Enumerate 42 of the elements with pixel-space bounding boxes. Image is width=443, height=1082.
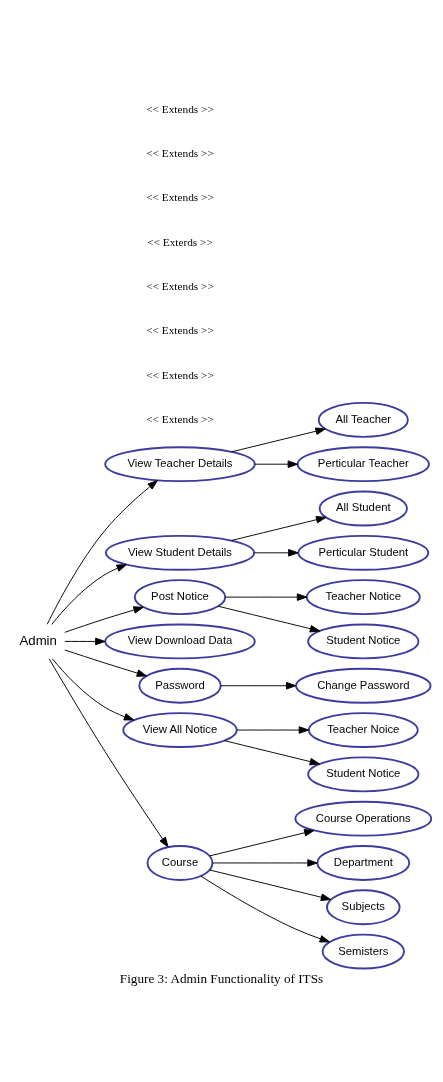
arrow bbox=[212, 858, 318, 867]
node-ellipse: Department bbox=[316, 844, 411, 881]
node-ellipse: All Student bbox=[318, 490, 408, 526]
arrow bbox=[209, 828, 315, 856]
arrow bbox=[64, 649, 148, 677]
arrow bbox=[48, 657, 169, 847]
node-ellipse: View Download Data bbox=[104, 623, 256, 659]
arrow bbox=[231, 427, 326, 452]
arrow bbox=[231, 515, 327, 541]
arrow bbox=[200, 875, 330, 942]
label: << Exterds >> bbox=[147, 235, 213, 248]
node-ellipse: Teacher Noice bbox=[307, 711, 419, 748]
node-text: Admin bbox=[19, 632, 57, 648]
label: << Extends >> bbox=[146, 323, 214, 336]
arrow bbox=[218, 605, 321, 632]
arrow bbox=[46, 479, 158, 625]
node-ellipse: Perticular Student bbox=[297, 534, 430, 571]
arrow bbox=[64, 605, 144, 633]
label: << Extends >> bbox=[146, 102, 214, 115]
label: << Extends >> bbox=[146, 190, 214, 203]
arrow bbox=[254, 548, 299, 557]
node-ellipse: Subjects bbox=[326, 888, 401, 925]
arrow bbox=[51, 657, 135, 720]
arrow bbox=[236, 725, 310, 734]
node-ellipse: Course bbox=[146, 844, 214, 881]
label: << Extends >> bbox=[146, 279, 214, 292]
arrow bbox=[64, 637, 106, 645]
label: << Extends >> bbox=[146, 412, 214, 425]
node-ellipse: Change Password bbox=[295, 667, 432, 704]
arrow bbox=[254, 459, 299, 468]
caption: Figure 3: Admin Functionality of ITSs bbox=[119, 970, 324, 986]
arrow bbox=[224, 592, 308, 601]
node-ellipse: All Teacher bbox=[317, 401, 409, 438]
node-ellipse: Teacher Notice bbox=[305, 578, 421, 615]
node-ellipse: Perticular Teacher bbox=[296, 445, 430, 482]
arrow bbox=[51, 563, 127, 625]
arrow bbox=[223, 739, 321, 765]
arrow bbox=[220, 681, 297, 689]
arrow bbox=[209, 869, 332, 901]
node-ellipse: View Teacher Details bbox=[104, 445, 256, 482]
label: << Extends >> bbox=[146, 368, 214, 381]
label: << Extends >> bbox=[146, 146, 214, 159]
